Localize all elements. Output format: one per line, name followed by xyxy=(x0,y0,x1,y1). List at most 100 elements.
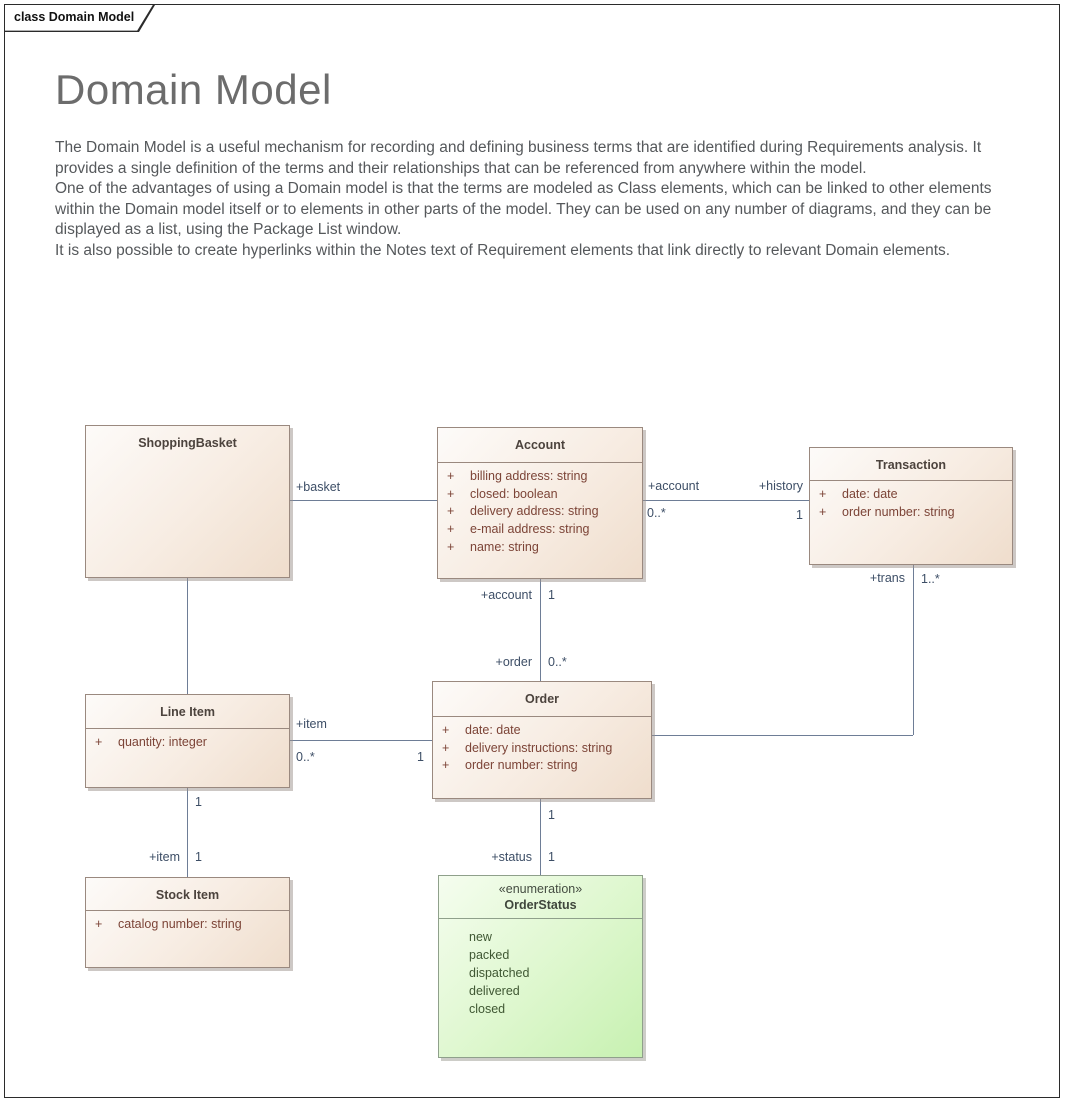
role-label-order: +order xyxy=(495,655,532,669)
class-title: Line Item xyxy=(86,695,289,729)
attribute-row: + catalog number: string xyxy=(95,916,285,934)
enum-literal: dispatched xyxy=(469,966,530,980)
diagram-frame-tab: class Domain Model xyxy=(5,5,155,32)
connector-order-orderstatus[interactable] xyxy=(540,799,541,875)
visibility-symbol: + xyxy=(447,504,455,519)
page-title: Domain Model xyxy=(55,66,332,113)
role-label-history: +history xyxy=(758,479,803,493)
multiplicity-label: 0..* xyxy=(548,655,567,669)
enum-literal: new xyxy=(469,930,492,944)
visibility-symbol: + xyxy=(819,504,827,519)
attribute-text: billing address: string xyxy=(470,469,588,483)
multiplicity-label: 1 xyxy=(417,750,424,764)
description-paragraph: It is also possible to create hyperlinks… xyxy=(55,241,951,259)
description-paragraph: One of the advantages of using a Domain … xyxy=(55,180,992,239)
attribute-list: + date: date + delivery instructions: strin… xyxy=(433,717,651,775)
diagram-frame-tab-label: class Domain Model xyxy=(5,5,154,31)
attribute-list: + billing address: string + closed: boolean… xyxy=(438,463,642,557)
class-shoppingbasket[interactable]: ShoppingBasket xyxy=(85,425,290,578)
attribute-row: + order number: string xyxy=(442,757,647,775)
connector-lineitem-order[interactable] xyxy=(290,740,432,741)
attribute-text: date: date xyxy=(842,487,898,501)
attribute-text: order number: string xyxy=(842,504,955,519)
multiplicity-label: 0..* xyxy=(296,750,315,764)
multiplicity-label: 1 xyxy=(548,850,555,864)
role-label-status: +status xyxy=(491,850,532,864)
visibility-symbol: + xyxy=(447,522,455,537)
connector-shoppingbasket-account[interactable] xyxy=(290,500,437,501)
visibility-symbol: + xyxy=(95,735,103,749)
visibility-symbol: + xyxy=(447,486,455,501)
connector-lineitem-stockitem[interactable] xyxy=(187,788,188,877)
attribute-text: order number: string xyxy=(465,758,578,773)
multiplicity-label: 1 xyxy=(195,795,202,809)
attribute-text: delivery address: string xyxy=(470,504,599,519)
role-label-item: +item xyxy=(296,717,327,731)
connector-account-transaction[interactable] xyxy=(643,500,809,501)
class-title: Account xyxy=(438,428,642,463)
class-title: Stock Item xyxy=(86,878,289,911)
visibility-symbol: + xyxy=(442,723,450,737)
enum-literal-list: new packed dispatched delivered closed xyxy=(439,919,642,1018)
attribute-row: + e-mail address: string xyxy=(447,521,638,539)
description-paragraph: The Domain Model is a useful mechanism f… xyxy=(55,139,982,177)
attribute-row: + closed: boolean xyxy=(447,486,638,504)
class-title: Transaction xyxy=(810,448,1012,481)
visibility-symbol: + xyxy=(819,487,827,501)
visibility-symbol: + xyxy=(442,740,450,755)
enum-literal: closed xyxy=(469,1002,506,1016)
role-label-trans: +trans xyxy=(869,571,905,585)
multiplicity-label: 0..* xyxy=(647,506,666,520)
visibility-symbol: + xyxy=(447,469,455,483)
role-label-item: +item xyxy=(149,850,180,864)
role-label-basket: +basket xyxy=(296,480,341,494)
attribute-list: + catalog number: string xyxy=(86,911,289,934)
class-stockitem[interactable]: Stock Item + catalog number: string xyxy=(85,877,290,968)
connector-transaction-order-vertical[interactable] xyxy=(913,565,914,735)
attribute-row: + delivery instructions: string xyxy=(442,740,647,758)
attribute-row: + quantity: integer xyxy=(95,734,285,752)
diagram-frame-border xyxy=(4,4,1060,1098)
attribute-text: closed: boolean xyxy=(470,486,558,501)
description-text: The Domain Model is a useful mechanism f… xyxy=(55,138,1013,262)
class-title: ShoppingBasket xyxy=(138,436,237,450)
class-transaction[interactable]: Transaction + date: date + order number: st… xyxy=(809,447,1013,565)
enum-literal: delivered xyxy=(469,984,520,998)
attribute-row: + order number: string xyxy=(819,504,1008,522)
class-title: Order xyxy=(433,682,651,717)
visibility-symbol: + xyxy=(442,758,450,773)
connector-shoppingbasket-lineitem[interactable] xyxy=(187,578,188,694)
connector-transaction-order-horizontal[interactable] xyxy=(652,735,913,736)
attribute-list: + quantity: integer xyxy=(86,729,289,752)
visibility-symbol: + xyxy=(95,917,103,931)
multiplicity-label: 1 xyxy=(796,508,803,522)
role-label-account: +account xyxy=(648,479,700,493)
attribute-row: + delivery address: string xyxy=(447,503,638,521)
role-label-account: +account xyxy=(480,588,532,602)
attribute-list: + date: date + order number: string xyxy=(810,481,1012,521)
attribute-row: + billing address: string xyxy=(447,468,638,486)
attribute-row: + date: date xyxy=(819,486,1008,504)
class-order[interactable]: Order + date: date + delivery instructions:… xyxy=(432,681,652,799)
multiplicity-label: 1 xyxy=(548,808,555,822)
attribute-row: + date: date xyxy=(442,722,647,740)
multiplicity-label: 1 xyxy=(195,850,202,864)
visibility-symbol: + xyxy=(447,539,455,554)
multiplicity-label: 1 xyxy=(548,588,555,602)
enum-title: OrderStatus xyxy=(504,898,577,912)
enum-literal: packed xyxy=(469,948,510,962)
attribute-text: catalog number: string xyxy=(118,917,242,931)
attribute-text: e-mail address: string xyxy=(470,522,590,537)
class-account[interactable]: Account + billing address: string + closed:… xyxy=(437,427,643,579)
attribute-text: quantity: integer xyxy=(118,735,207,749)
enum-header: «enumeration» OrderStatus xyxy=(439,876,642,919)
attribute-row: + name: string xyxy=(447,539,638,557)
connector-account-order[interactable] xyxy=(540,579,541,681)
attribute-text: name: string xyxy=(470,539,539,554)
attribute-text: delivery instructions: string xyxy=(465,740,613,755)
stereotype-label: «enumeration» xyxy=(498,882,583,896)
class-lineitem[interactable]: Line Item + quantity: integer xyxy=(85,694,290,788)
enumeration-orderstatus[interactable]: «enumeration» OrderStatus new packed dispa… xyxy=(438,875,643,1058)
attribute-text: date: date xyxy=(465,723,521,737)
